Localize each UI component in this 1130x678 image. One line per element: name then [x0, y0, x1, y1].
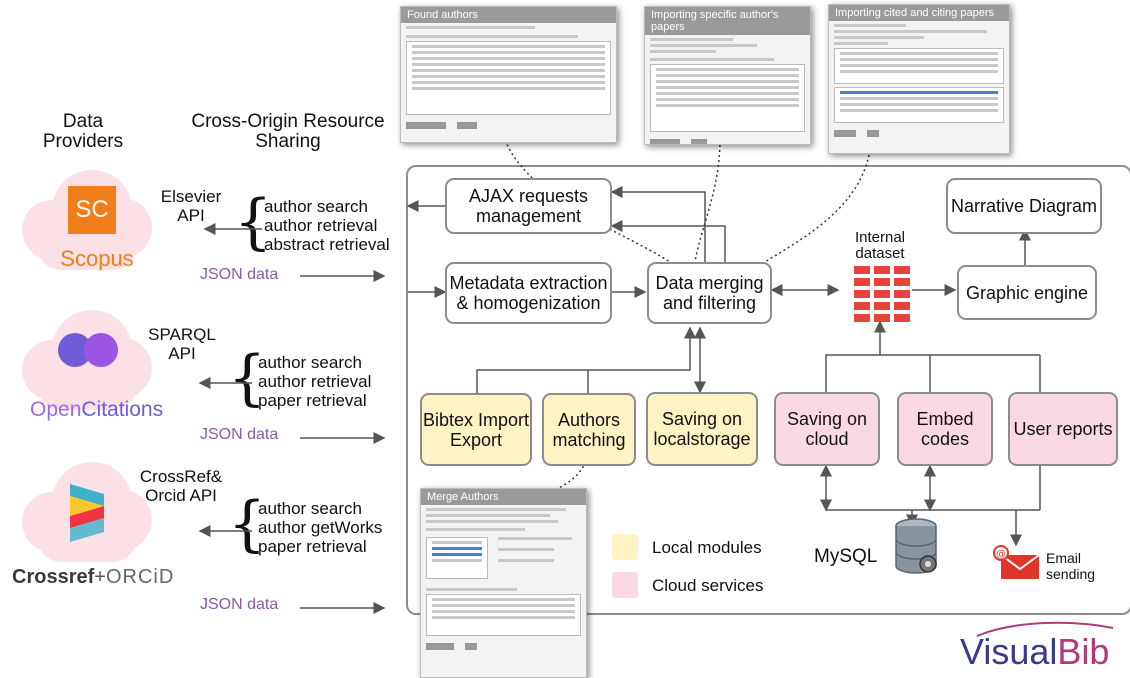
found-authors-title: Found authors: [401, 7, 616, 23]
importing-cited-import-button[interactable]: [834, 130, 856, 137]
legend-cloud-label: Cloud services: [652, 576, 764, 595]
cors-title: Cross-Origin Resource Sharing: [191, 111, 385, 152]
visualbib-logo: VisualBib: [960, 631, 1110, 672]
database-icon: [894, 518, 938, 579]
importing-specific-cancel-button[interactable]: [691, 139, 708, 144]
scopus-api-label: Elsevier API: [160, 187, 222, 225]
embed-codes-node: Embed codes: [897, 392, 993, 466]
importing-specific-screenshot: Importing specific author's papers: [644, 6, 811, 145]
internal-dataset-label: Internal dataset: [854, 229, 906, 262]
visualbib-system-frame: [406, 165, 1130, 615]
svg-text:@: @: [996, 549, 1006, 560]
crossref-features: author search author getWorks paper retr…: [258, 499, 383, 556]
visualbib-swoosh-icon: [976, 621, 1114, 637]
merge-authors-merge-button[interactable]: [426, 643, 454, 650]
crossref-logo-icon: [70, 484, 116, 547]
legend-local-swatch: [612, 534, 638, 560]
data-merging-node: Data merging and filtering: [647, 262, 772, 324]
crossref-brace: {: [228, 489, 267, 559]
internal-dataset-icon: [854, 266, 910, 327]
ajax-requests-node: AJAX requests management: [445, 178, 612, 234]
narrative-diagram-node: Narrative Diagram: [946, 178, 1102, 234]
scopus-brace: {: [234, 187, 273, 257]
importing-cited-cancel-button[interactable]: [867, 130, 880, 137]
email-icon: @: [993, 545, 1041, 586]
legend-local-label: Local modules: [652, 538, 762, 557]
graphic-engine-node: Graphic engine: [957, 265, 1097, 320]
crossref-api-label: CrossRef& Orcid API: [139, 467, 223, 505]
saving-localstorage-node: Saving on localstorage: [646, 392, 758, 466]
saving-cloud-node: Saving on cloud: [774, 392, 880, 466]
opencitations-logo-c-icon: [84, 333, 118, 367]
crossref-orcid-logo-text: Crossref+ORCiD: [12, 566, 175, 588]
opencitations-api-label: SPARQL API: [148, 325, 216, 363]
scopus-json-label: JSON data: [200, 266, 279, 283]
found-authors-load-button[interactable]: [406, 122, 446, 129]
opencitations-json-label: JSON data: [200, 426, 279, 443]
scopus-features: author search author retrieval abstract …: [264, 197, 390, 254]
importing-cited-title: Importing cited and citing papers: [829, 5, 1009, 21]
metadata-extraction-node: Metadata extraction & homogenization: [445, 262, 612, 324]
scopus-logo-text: Scopus: [60, 246, 134, 271]
importing-specific-import-button[interactable]: [650, 139, 680, 144]
scopus-logo-icon: SC: [68, 186, 116, 234]
found-authors-screenshot: Found authors: [400, 6, 617, 143]
authors-matching-node: Authors matching: [542, 393, 636, 466]
mysql-label: MySQL: [814, 546, 878, 567]
importing-specific-title: Importing specific author's papers: [645, 7, 810, 35]
opencitations-logo-text: OpenCitations: [30, 398, 164, 421]
opencitations-features: author search author retrieval paper ret…: [258, 353, 372, 410]
email-sending-label: Email sending: [1046, 550, 1096, 582]
importing-cited-screenshot: Importing cited and citing papers: [828, 4, 1010, 154]
legend-cloud-swatch: [612, 572, 638, 598]
found-authors-cancel-button[interactable]: [457, 122, 478, 129]
merge-authors-close-button[interactable]: [465, 643, 478, 650]
merge-authors-title: Merge Authors: [421, 489, 586, 505]
data-providers-title: Data Providers: [42, 111, 124, 152]
merge-authors-screenshot: Merge Authors: [420, 488, 587, 678]
bibtex-node: Bibtex Import Export: [420, 393, 532, 466]
crossref-json-label: JSON data: [200, 596, 279, 613]
opencitations-brace: {: [228, 343, 267, 413]
user-reports-node: User reports: [1008, 392, 1118, 466]
